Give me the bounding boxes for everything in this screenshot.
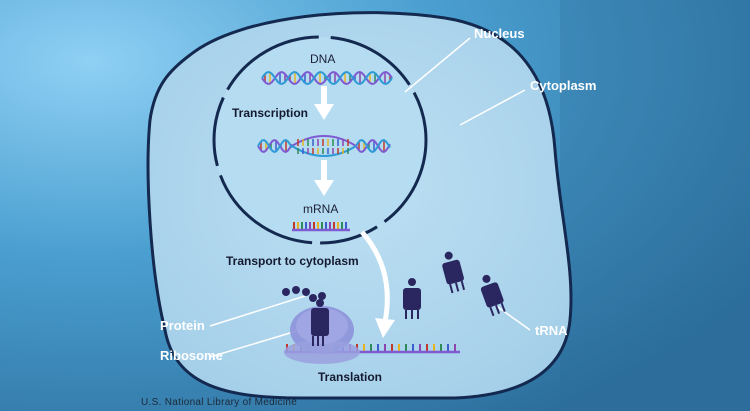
transport-arrow [360, 230, 395, 338]
trna-2 [442, 251, 466, 294]
mrna-arrow [314, 160, 334, 196]
nucleus [212, 35, 428, 245]
protein-chain [282, 286, 326, 302]
mrna-strand [292, 222, 350, 232]
ribosome-label: Ribosome [160, 348, 223, 363]
cytoplasm-label: Cytoplasm [530, 78, 597, 93]
cytoplasm-pointer [459, 89, 526, 126]
nucleus-label: Nucleus [474, 26, 525, 41]
mrna-label: mRNA [303, 202, 339, 216]
nucleus-pointer [404, 37, 471, 93]
protein-label: Protein [160, 318, 205, 333]
ribosome-pointer [209, 329, 301, 358]
transcription-bubble [257, 135, 391, 157]
background-shade [560, 0, 750, 411]
translation-label: Translation [318, 370, 383, 384]
transcription-arrow [314, 86, 334, 120]
protein-pointer [209, 295, 306, 327]
transcription-label: Transcription [232, 106, 309, 120]
trna-in-ribosome [311, 299, 329, 346]
credit-text: U.S. National Library of Medicine [141, 397, 298, 408]
dna-helix [261, 70, 393, 86]
transport-label: Transport to cytoplasm [226, 254, 359, 268]
trna-label: tRNA [535, 323, 568, 338]
dna-label: DNA [310, 52, 336, 66]
trna-1 [403, 278, 421, 319]
trna-3 [480, 274, 506, 317]
